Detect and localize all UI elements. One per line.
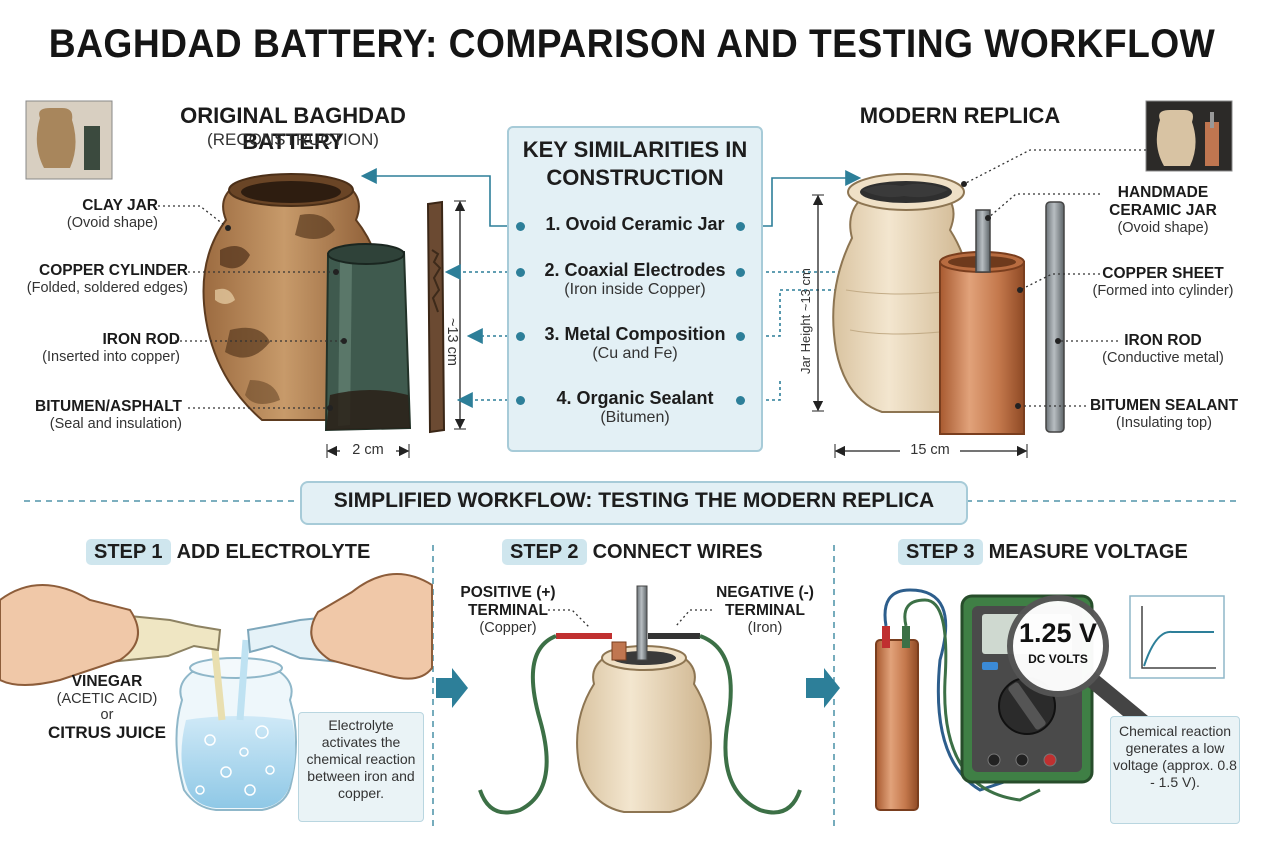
workflow-heading: SIMPLIFIED WORKFLOW: TESTING THE MODERN … xyxy=(333,489,935,512)
positive-wire xyxy=(478,634,557,815)
step3-badge: STEP 3 xyxy=(898,539,983,565)
juice-bottle xyxy=(246,573,433,680)
label-clay-jar: CLAY JAR(Ovoid shape) xyxy=(66,197,158,231)
bullet-dot xyxy=(516,222,525,231)
electrolyte-options: VINEGAR (ACETIC ACID) or CITRUS JUICE xyxy=(47,673,167,742)
label-bitumen-sealant: BITUMEN SEALANT(Insulating top) xyxy=(1089,397,1239,431)
label-copper-cylinder: COPPER CYLINDER(Folded, soldered edges) xyxy=(26,262,188,296)
label-handmade-ceramic-jar: HANDMADE CERAMIC JAR(Ovoid shape) xyxy=(1109,184,1217,236)
original-subheading: (RECONSTRUCTION) xyxy=(207,130,379,149)
juice-stream xyxy=(236,639,250,721)
voltage-graph xyxy=(1129,595,1225,679)
replica-heading: MODERN REPLICA xyxy=(859,103,1061,128)
bullet-dot xyxy=(736,222,745,231)
step-arrow-2 xyxy=(806,668,840,708)
vinegar-bottle xyxy=(0,584,222,686)
similarities-heading: KEY SIMILARITIES IN CONSTRUCTION xyxy=(522,137,748,190)
voltage-unit: DC VOLTS xyxy=(1028,652,1088,666)
step1-glass-jar xyxy=(175,657,297,811)
bullet-dot xyxy=(516,268,525,277)
replica-ceramic-jar xyxy=(832,173,974,413)
bullet-dot xyxy=(516,332,525,341)
original-iron-rod xyxy=(426,200,446,434)
original-width-label: 2 cm xyxy=(340,442,396,458)
similarity-item-4: 4. Organic Sealant(Bitumen) xyxy=(556,388,714,426)
workflow-banner xyxy=(300,481,968,525)
bullet-dot xyxy=(516,396,525,405)
original-leader-lines xyxy=(158,205,344,409)
original-heading: ORIGINAL BAGHDAD BATTERY xyxy=(180,103,406,154)
similarity-item-1: 1. Ovoid Ceramic Jar xyxy=(545,214,725,234)
positive-terminal-label: POSITIVE (+) TERMINAL (Copper) xyxy=(460,584,556,636)
replica-leader-lines xyxy=(963,149,1146,407)
label-iron-rod-replica: IRON ROD(Conductive metal) xyxy=(1102,332,1224,366)
negative-terminal-label: NEGATIVE (-) TERMINAL (Iron) xyxy=(716,584,814,636)
replica-width-label: 15 cm xyxy=(900,442,960,458)
page-title: BAGHDAD BATTERY: COMPARISON AND TESTING … xyxy=(48,22,1216,66)
original-photo-thumbnail xyxy=(25,100,113,180)
similarities-panel xyxy=(507,126,763,452)
voltage-reading: 1.25 V xyxy=(1018,618,1098,648)
negative-wire xyxy=(699,634,802,815)
step-arrow-1 xyxy=(436,668,468,708)
step2-replica-jar xyxy=(576,585,712,813)
original-height-label: ~13 cm xyxy=(444,318,460,366)
step2-badge: STEP 2 xyxy=(502,539,587,565)
step3-copper-battery xyxy=(875,626,919,811)
similarity-item-2: 2. Coaxial Electrodes(Iron inside Copper… xyxy=(544,260,726,298)
similarity-item-3: 3. Metal Composition(Cu and Fe) xyxy=(544,324,726,362)
replica-copper-sheet xyxy=(939,251,1025,435)
vinegar-stream xyxy=(210,639,226,721)
replica-iron-rod-inner xyxy=(975,209,991,273)
original-copper-cylinder xyxy=(324,243,412,432)
bullet-dot xyxy=(736,332,745,341)
replica-height-label: Jar Height ~13 cm xyxy=(798,268,813,374)
step1-badge: STEP 1 xyxy=(86,539,171,565)
step1-note: Electrolyte activates the chemical react… xyxy=(298,712,424,822)
bullet-dot xyxy=(736,268,745,277)
label-bitumen-asphalt: BITUMEN/ASPHALT(Seal and insulation) xyxy=(35,398,182,432)
replica-iron-rod xyxy=(1045,201,1065,433)
replica-photo-thumbnail xyxy=(1145,100,1233,172)
step3-note: Chemical reaction generates a low voltag… xyxy=(1110,716,1240,824)
label-copper-sheet: COPPER SHEET(Formed into cylinder) xyxy=(1092,265,1234,299)
original-clay-jar xyxy=(202,173,384,421)
label-iron-rod-original: IRON ROD(Inserted into copper) xyxy=(42,331,180,365)
bullet-dot xyxy=(736,396,745,405)
